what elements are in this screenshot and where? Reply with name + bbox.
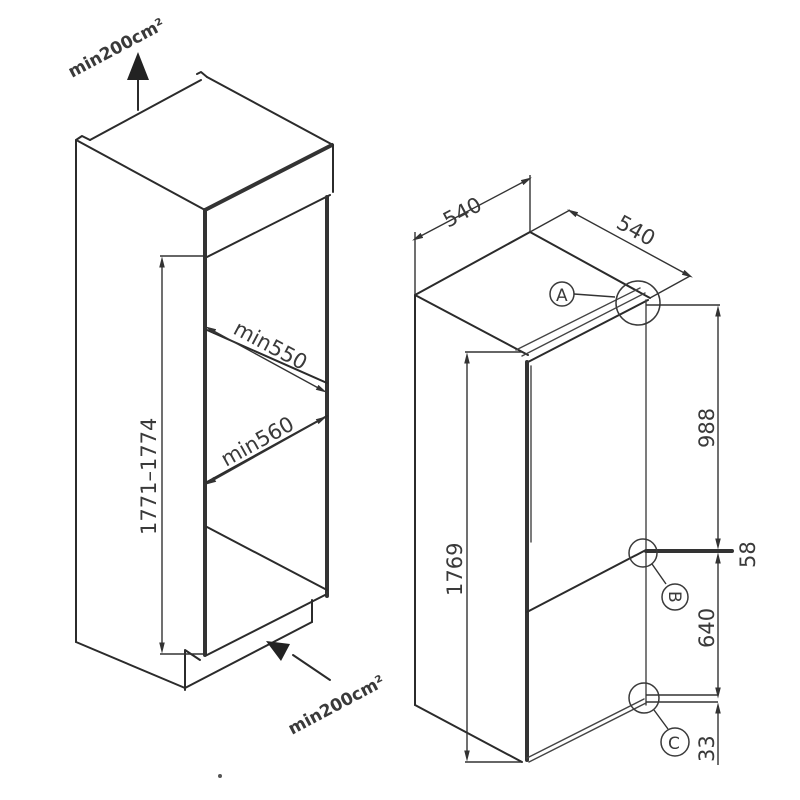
niche-top-front-left-edge <box>77 140 206 211</box>
depth-ext-front <box>649 275 691 299</box>
vent-bottom-arrow-shaft <box>292 654 331 681</box>
vent-top-arrow-icon <box>127 52 149 80</box>
vent-bottom-label: min200cm² <box>285 672 388 740</box>
niche-depth-dim-line <box>205 326 327 393</box>
lower-door-label: 640 <box>695 608 719 648</box>
depth-ext-rear <box>529 209 571 233</box>
appliance-top-rail-upper <box>515 287 641 351</box>
niche-plinth-bottom-edge <box>184 621 313 689</box>
height-label: 1769 <box>443 543 467 596</box>
niche-bottom-left-edge <box>75 641 186 689</box>
depth-label: 540 <box>613 210 660 250</box>
callout-c-label: C <box>668 734 680 754</box>
appliance-bottom-front-upper <box>526 698 645 759</box>
stray-mark <box>218 774 222 778</box>
niche-top-rear-right-edge <box>206 76 334 146</box>
width-dim-line <box>412 177 532 241</box>
appliance-top-front-left <box>414 294 529 356</box>
niche-height-label: 1771–1774 <box>137 418 161 535</box>
detail-a-circle <box>615 280 661 326</box>
depth-dim-line <box>567 209 693 278</box>
niche-top-rear-lip <box>196 71 208 78</box>
vent-top-label: min200cm² <box>65 15 168 83</box>
callout-c-circle <box>660 727 690 757</box>
callout-a-leader <box>573 293 616 298</box>
appliance: 540 540 A 1769 988 58 640 33 B <box>412 175 760 765</box>
bottom-label: 33 <box>695 735 719 762</box>
gap-label: 58 <box>736 541 760 568</box>
niche-width-label: min560 <box>217 412 298 472</box>
detail-c-circle <box>628 682 660 714</box>
appliance-door-split <box>526 550 645 613</box>
detail-b-circle <box>628 538 658 568</box>
niche-header-bottom-edge <box>206 194 331 258</box>
width-label: 540 <box>439 192 486 232</box>
appliance-top-rail-mid <box>521 292 646 357</box>
niche-top-front-right-edge <box>203 143 334 212</box>
callout-b-label: B <box>664 591 684 603</box>
niche-plinth-top-edge <box>206 594 326 656</box>
callout-b-leader <box>651 563 667 585</box>
appliance-top-rail-lower <box>527 299 649 363</box>
niche-plinth-left-notch <box>184 649 201 691</box>
upper-door-label: 988 <box>695 408 719 448</box>
niche-top-left-lip <box>75 135 91 141</box>
vent-bottom-arrow-icon <box>266 641 290 661</box>
appliance-top-rear-left <box>414 231 531 296</box>
niche-cabinet: min200cm² min200cm² 1771–1774 min550 min… <box>65 15 388 740</box>
appliance-bottom-front-lower <box>528 702 647 763</box>
callout-c-leader <box>653 709 669 730</box>
appliance-bottom-left-edge <box>414 704 523 763</box>
niche-inner-floor-back <box>206 526 328 591</box>
callout-a-label: A <box>556 286 568 306</box>
niche-width-dim-line <box>205 416 327 485</box>
niche-top-rear-left-edge <box>89 79 202 141</box>
callout-b-circle <box>661 583 689 611</box>
